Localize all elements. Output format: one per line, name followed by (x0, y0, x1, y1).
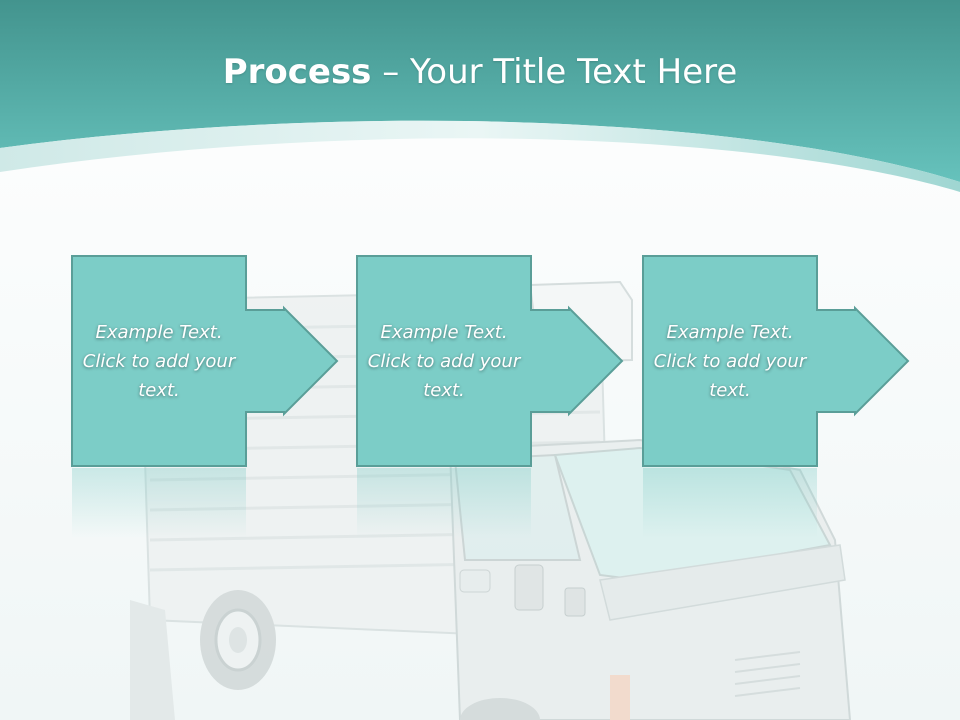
process-step-3[interactable]: Example Text. Click to add your text. (642, 255, 910, 467)
step-2-text: Example Text. Click to add your text. (367, 321, 521, 401)
process-step-2[interactable]: Example Text. Click to add your text. (356, 255, 624, 467)
title-bold: Process (222, 52, 372, 92)
step-3-reflection (643, 468, 817, 538)
process-step-1[interactable]: Example Text. Click to add your text. (71, 255, 339, 467)
step-3-text: Example Text. Click to add your text. (653, 321, 807, 401)
slide-title[interactable]: Process – Your Title Text Here (0, 52, 960, 92)
title-rest: – Your Title Text Here (371, 52, 738, 92)
step-arrow-shape (642, 255, 910, 467)
step-1-reflection (72, 468, 246, 538)
step-arrow-shape (356, 255, 624, 467)
step-1-text: Example Text. Click to add your text. (82, 321, 236, 401)
step-2-reflection (357, 468, 531, 538)
step-arrow-shape (71, 255, 339, 467)
